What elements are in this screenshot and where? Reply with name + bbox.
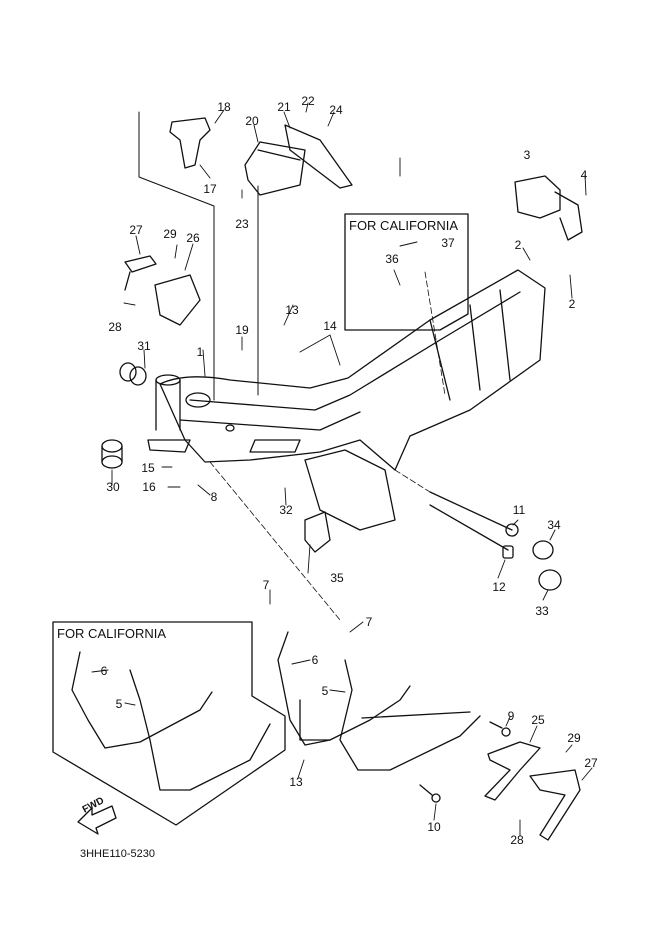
callout-4: 4 (580, 168, 588, 182)
callout-15: 15 (141, 461, 155, 475)
callout-2a: 2 (514, 238, 522, 252)
callout-35: 35 (330, 571, 344, 585)
bolt-9 (489, 721, 511, 737)
callout-16: 16 (142, 480, 156, 494)
callout-18: 18 (217, 100, 231, 114)
california-box-bottom-outline (52, 621, 286, 826)
callout-12: 12 (492, 580, 506, 594)
callout-29a: 29 (163, 227, 177, 241)
callout-21: 21 (277, 100, 291, 114)
callout-6-cal: 6 (100, 664, 108, 678)
rear-bracket-3 (514, 175, 583, 241)
callout-28a: 28 (108, 320, 122, 334)
callout-5: 5 (321, 684, 329, 698)
callout-27b: 27 (584, 756, 598, 770)
leader-box (138, 111, 215, 401)
caps-33-34 (532, 540, 562, 591)
callout-10: 10 (427, 820, 441, 834)
bolt-10 (419, 784, 441, 803)
callout-30: 30 (106, 480, 120, 494)
callout-37: 37 (441, 236, 455, 250)
callout-31: 31 (137, 339, 151, 353)
dashed-leaders (209, 271, 446, 621)
callout-28b: 28 (510, 833, 524, 847)
callout-29b: 29 (567, 731, 581, 745)
callout-36: 36 (385, 252, 399, 266)
callout-22: 22 (301, 94, 315, 108)
cap-31 (119, 362, 147, 386)
fwd-arrow-icon (77, 805, 117, 835)
head-pipe (147, 374, 191, 453)
callout-5-cal: 5 (115, 697, 123, 711)
downtubes-california (71, 651, 271, 791)
diagram-code: 3HHE110-5230 (80, 848, 156, 860)
callout-3: 3 (523, 148, 531, 162)
callout-9: 9 (507, 709, 515, 723)
callout-26: 26 (186, 231, 200, 245)
callout-19: 19 (235, 323, 249, 337)
plate-21 (284, 124, 353, 189)
callout-7b: 7 (365, 615, 373, 629)
callout-32: 32 (279, 503, 293, 517)
bracket-17 (169, 117, 211, 169)
downtubes-main (277, 631, 481, 771)
callout-23: 23 (235, 217, 249, 231)
california-box-top-title: FOR CALIFORNIA (349, 218, 459, 233)
cap-30 (101, 439, 123, 469)
callout-2b: 2 (568, 297, 576, 311)
long-bolts (429, 491, 519, 559)
callout-25: 25 (531, 713, 545, 727)
callout-11: 11 (512, 503, 526, 517)
callout-20: 20 (245, 114, 259, 128)
leader-lines (91, 102, 593, 837)
cover-20 (244, 141, 306, 196)
callout-27a: 27 (129, 223, 143, 237)
callout-7a: 7 (262, 578, 270, 592)
main-frame (159, 269, 546, 531)
callout-34: 34 (547, 518, 561, 532)
callout-6: 6 (311, 653, 319, 667)
callout-13a: 13 (285, 303, 299, 317)
callout-24: 24 (329, 103, 343, 117)
callout-14: 14 (323, 319, 337, 333)
callout-33: 33 (535, 604, 549, 618)
california-box-bottom-title: FOR CALIFORNIA (57, 626, 167, 641)
callout-17: 17 (203, 182, 217, 196)
callout-1: 1 (196, 345, 204, 359)
footrest-upper (124, 255, 201, 326)
callout-8: 8 (210, 490, 218, 504)
callout-13b: 13 (289, 775, 303, 789)
california-box-top-outline (344, 213, 469, 331)
footrest-lower (484, 741, 581, 841)
damper-35 (304, 511, 331, 553)
